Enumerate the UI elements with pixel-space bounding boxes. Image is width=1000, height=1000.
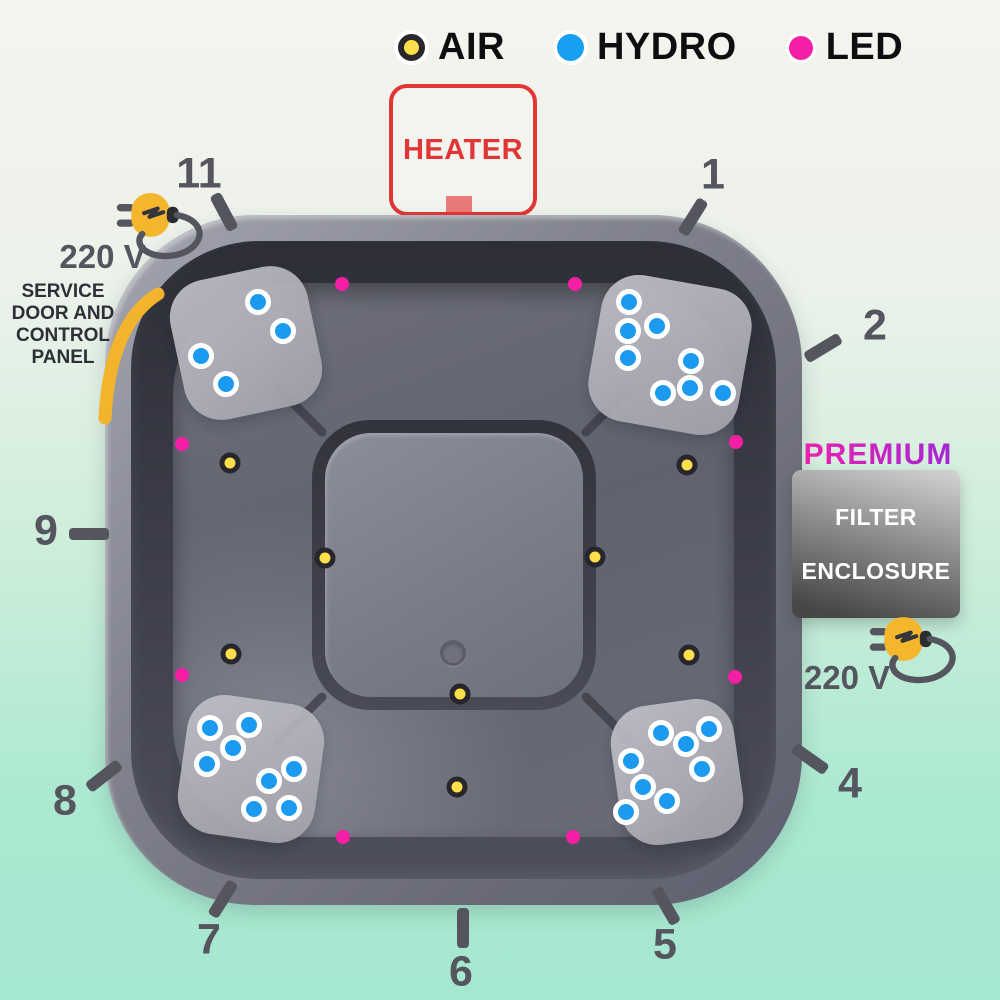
hydro-jet xyxy=(245,289,271,315)
heater-label: HEATER xyxy=(402,133,524,166)
position-tick-2 xyxy=(802,332,844,364)
legend-label-hydro: HYDRO xyxy=(596,26,737,68)
position-number-6: 6 xyxy=(449,947,473,996)
power-plug-icon xyxy=(869,617,956,684)
position-tick-6 xyxy=(457,908,469,948)
air-jet xyxy=(219,452,241,474)
hydro-jet xyxy=(616,289,642,315)
hydro-jet xyxy=(677,375,703,401)
hydro-jet xyxy=(615,318,641,344)
position-tick-9 xyxy=(69,528,109,540)
hydro-jet xyxy=(236,712,262,738)
hydro-jet-icon xyxy=(556,34,584,61)
hydro-jet xyxy=(188,343,214,369)
legend-item-air: AIR xyxy=(398,26,505,69)
position-number-8: 8 xyxy=(53,776,77,825)
seat-top-right xyxy=(582,268,758,442)
air-jet xyxy=(446,776,468,798)
legend-item-led: LED xyxy=(788,26,904,69)
hydro-jet xyxy=(213,371,239,397)
led-jet xyxy=(568,277,582,291)
hydro-jet xyxy=(276,795,302,821)
led-light-icon xyxy=(788,35,813,60)
position-number-9: 9 xyxy=(34,506,58,555)
hydro-jet xyxy=(613,799,639,825)
hydro-jet xyxy=(644,313,670,339)
air-jet-icon xyxy=(398,34,425,61)
premium-label: PREMIUM xyxy=(797,438,959,472)
legend-label-air: AIR xyxy=(438,26,505,68)
hydro-jet xyxy=(689,756,715,782)
left-voltage-label: 220 V xyxy=(59,238,146,275)
hydro-jet xyxy=(678,348,704,374)
hydro-jet xyxy=(220,735,246,761)
hydro-jet xyxy=(673,731,699,757)
air-jet xyxy=(678,644,700,666)
air-jet xyxy=(314,547,336,569)
position-number-5: 5 xyxy=(653,920,677,969)
air-jet xyxy=(676,454,698,476)
hydro-jet xyxy=(197,715,223,741)
hydro-jet xyxy=(281,756,307,782)
hydro-jet xyxy=(654,788,680,814)
led-jet xyxy=(175,437,189,451)
air-jet xyxy=(220,643,242,665)
position-number-7: 7 xyxy=(197,915,221,964)
led-jet xyxy=(175,668,189,682)
position-number-1: 1 xyxy=(701,150,725,199)
led-jet xyxy=(729,435,743,449)
led-jet xyxy=(336,830,350,844)
air-jet xyxy=(449,683,471,705)
hydro-jet xyxy=(256,768,282,794)
heater-callout: HEATER xyxy=(389,84,537,216)
hydro-jet xyxy=(618,748,644,774)
legend-item-hydro: HYDRO xyxy=(556,26,737,69)
legend-label-led: LED xyxy=(825,26,904,68)
hydro-jet xyxy=(648,720,674,746)
right-voltage-label: 220 V xyxy=(803,659,891,696)
filter-enclosure: FILTER ENCLOSURE xyxy=(792,470,960,618)
hydro-jet xyxy=(615,345,641,371)
hydro-jet xyxy=(270,318,296,344)
hydro-jet xyxy=(696,716,722,742)
hydro-jet xyxy=(710,380,736,406)
position-number-2: 2 xyxy=(863,301,887,350)
hydro-jet xyxy=(650,380,676,406)
hydro-jet xyxy=(194,751,220,777)
position-number-11: 11 xyxy=(176,149,222,198)
service-door-label: SERVICE DOOR AND CONTROL PANEL xyxy=(11,281,115,368)
led-jet xyxy=(335,277,349,291)
legend: AIR HYDRO LED xyxy=(398,26,903,69)
led-jet xyxy=(566,830,580,844)
led-jet xyxy=(728,670,742,684)
hydro-jet xyxy=(241,796,267,822)
power-plug-icon xyxy=(116,193,203,260)
air-jet xyxy=(584,546,606,568)
filter-enclosure-label: FILTER ENCLOSURE xyxy=(801,504,951,584)
drain xyxy=(440,640,466,666)
position-number-4: 4 xyxy=(838,759,862,808)
hydro-jet xyxy=(630,774,656,800)
